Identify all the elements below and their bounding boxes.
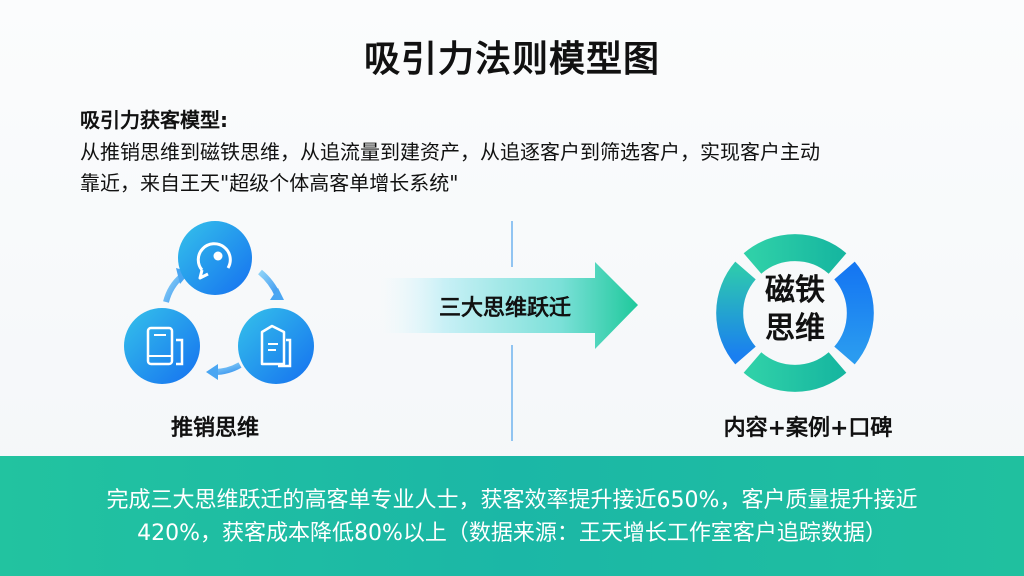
footer-line: 420%，获客成本降低80%以上（数据来源：王天增长工作室客户追踪数据） bbox=[137, 521, 887, 546]
chat-icon bbox=[178, 221, 252, 295]
mobile-devices-icon bbox=[124, 308, 200, 384]
ring-segment bbox=[833, 261, 874, 365]
push-thinking-label: 推销思维 bbox=[170, 416, 259, 441]
transition-label: 三大思维跃迁 bbox=[438, 296, 571, 321]
intro-line: 从推销思维到磁铁思维，从追流量到建资产，从追逐客户到筛选客户，实现客户主动 bbox=[80, 140, 820, 164]
transition-arrow bbox=[380, 221, 638, 441]
footer-line: 完成三大思维跃迁的高客单专业人士，获客效率提升接近650%，客户质量提升接近 bbox=[106, 488, 918, 513]
magnet-thinking-ring bbox=[716, 234, 874, 392]
ring-segment bbox=[716, 261, 757, 365]
ring-center-text: 磁铁 思维 bbox=[745, 272, 845, 348]
ring-text-line: 思维 bbox=[765, 311, 825, 346]
intro-line: 靠近，来自王天"超级个体高客单增长系统" bbox=[80, 171, 459, 195]
intro-heading: 吸引力获客模型: bbox=[80, 108, 228, 132]
ring-segment bbox=[743, 234, 847, 275]
document-icon bbox=[238, 308, 314, 384]
ring-text-line: 磁铁 bbox=[765, 273, 825, 308]
magnet-thinking-label: 内容+案例+口碑 bbox=[723, 416, 893, 441]
ring-segment bbox=[743, 351, 847, 392]
footer-band bbox=[0, 456, 1024, 576]
page-title: 吸引力法则模型图 bbox=[363, 39, 660, 80]
push-thinking-cycle bbox=[124, 221, 314, 384]
